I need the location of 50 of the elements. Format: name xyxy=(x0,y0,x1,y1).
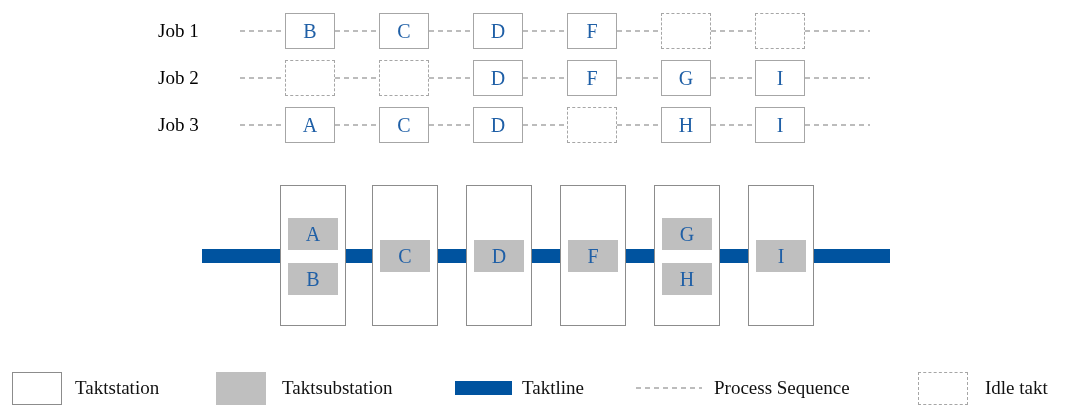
process-box: C xyxy=(379,107,429,143)
legend-label: Taktstation xyxy=(75,377,160,399)
station-box xyxy=(466,185,532,326)
process-box: F xyxy=(567,60,617,96)
substation-box: F xyxy=(568,240,618,272)
process-box: I xyxy=(755,107,805,143)
process-box: D xyxy=(473,13,523,49)
job-label: Job 3 xyxy=(158,113,220,137)
legend-label: Process Sequence xyxy=(714,377,850,399)
taktline-segment xyxy=(202,249,280,263)
substation-box: H xyxy=(662,263,712,295)
substation-box: A xyxy=(288,218,338,250)
idle-takt-box xyxy=(567,107,617,143)
station-box xyxy=(748,185,814,326)
legend-label: Taktline xyxy=(522,377,584,399)
process-box: C xyxy=(379,13,429,49)
process-box: I xyxy=(755,60,805,96)
process-box: D xyxy=(473,107,523,143)
substation-box: B xyxy=(288,263,338,295)
job-label: Job 2 xyxy=(158,66,220,90)
substation-box: I xyxy=(756,240,806,272)
substation-box: C xyxy=(380,240,430,272)
sequence-line xyxy=(804,124,871,126)
process-box: G xyxy=(661,60,711,96)
process-box: F xyxy=(567,13,617,49)
taktline-segment xyxy=(532,249,560,263)
process-box: D xyxy=(473,60,523,96)
taktline-segment xyxy=(814,249,890,263)
legend-label: Taktsubstation xyxy=(282,377,393,399)
job-label: Job 1 xyxy=(158,19,220,43)
station-box xyxy=(560,185,626,326)
legend-label: Idle takt xyxy=(985,377,1048,399)
station-box xyxy=(654,185,720,326)
idle-takt-box xyxy=(285,60,335,96)
process-box: B xyxy=(285,13,335,49)
sequence-line xyxy=(804,77,871,79)
station-box xyxy=(372,185,438,326)
idle-takt-box xyxy=(661,13,711,49)
substation-box: D xyxy=(474,240,524,272)
process-box: A xyxy=(285,107,335,143)
substation-box: G xyxy=(662,218,712,250)
taktline-segment xyxy=(346,249,372,263)
process-box: H xyxy=(661,107,711,143)
station-box xyxy=(280,185,346,326)
sequence-line xyxy=(804,30,871,32)
idle-takt-box xyxy=(379,60,429,96)
taktline-segment xyxy=(438,249,466,263)
idle-takt-box xyxy=(755,13,805,49)
taktline-segment xyxy=(626,249,654,263)
taktline-segment xyxy=(720,249,748,263)
